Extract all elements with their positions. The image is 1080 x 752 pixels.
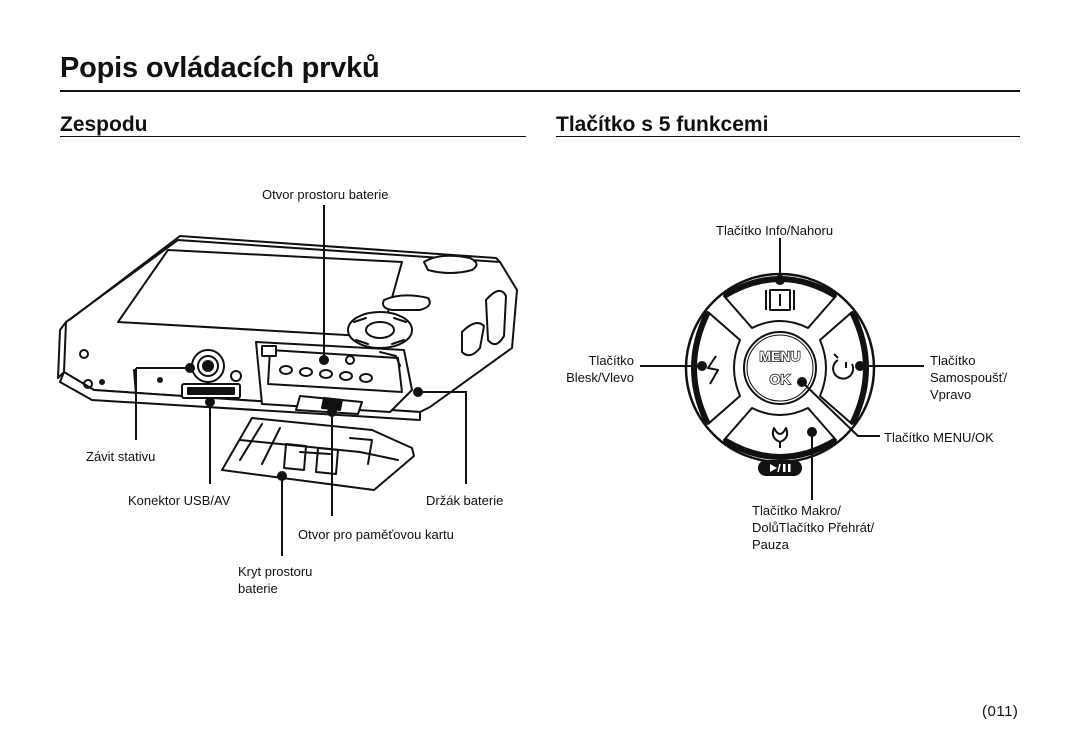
label-flash-left: Tlačítko Blesk/Vlevo: [546, 352, 634, 386]
section-divider-five-function: [556, 136, 1020, 137]
label-battery-door-opening: Otvor prostoru baterie: [262, 187, 389, 202]
label-battery-holder: Držák baterie: [426, 493, 504, 508]
label-usb-av-connector: Konektor USB/AV: [128, 493, 231, 508]
section-title-five-function: Tlačítko s 5 funkcemi: [556, 113, 769, 136]
label-macro-line1: Tlačítko Makro/: [752, 503, 841, 518]
ok-button-text: OK: [770, 371, 791, 387]
label-battery-cover-line1: Kryt prostoru: [238, 564, 313, 579]
page-title: Popis ovládacích prvků: [60, 52, 380, 84]
section-title-bottom: Zespodu: [60, 113, 148, 136]
label-macro-line2: DolůTlačítko Přehrát/: [752, 520, 875, 535]
label-macro-line3: Pauza: [752, 537, 789, 552]
label-timer-right: Tlačítko Samospoušť/ Vpravo: [930, 352, 1007, 403]
page-number: (011): [982, 703, 1019, 720]
page-number-value: 011: [987, 703, 1013, 720]
label-info-up: Tlačítko Info/Nahoru: [716, 223, 834, 238]
label-flash-left-line1: Tlačítko: [588, 353, 634, 368]
label-battery-cover: Kryt prostoru baterie: [238, 563, 312, 597]
label-menu-ok: Tlačítko MENU/OK: [884, 430, 994, 445]
title-divider: [60, 90, 1020, 92]
label-macro-play: Tlačítko Makro/ DolůTlačítko Přehrát/ Pa…: [752, 502, 874, 553]
section-divider-bottom: [60, 136, 526, 137]
label-battery-cover-line2: baterie: [238, 581, 278, 596]
label-timer-right-line2: Samospoušť/: [930, 370, 1008, 385]
label-timer-right-line3: Vpravo: [930, 387, 972, 402]
label-tripod-thread: Závit stativu: [86, 449, 156, 464]
menu-button-text: MENU: [759, 348, 800, 364]
label-flash-left-line2: Blesk/Vlevo: [566, 370, 634, 385]
label-memory-card-slot: Otvor pro paměťovou kartu: [298, 527, 454, 542]
label-timer-right-line1: Tlačítko: [930, 353, 976, 368]
